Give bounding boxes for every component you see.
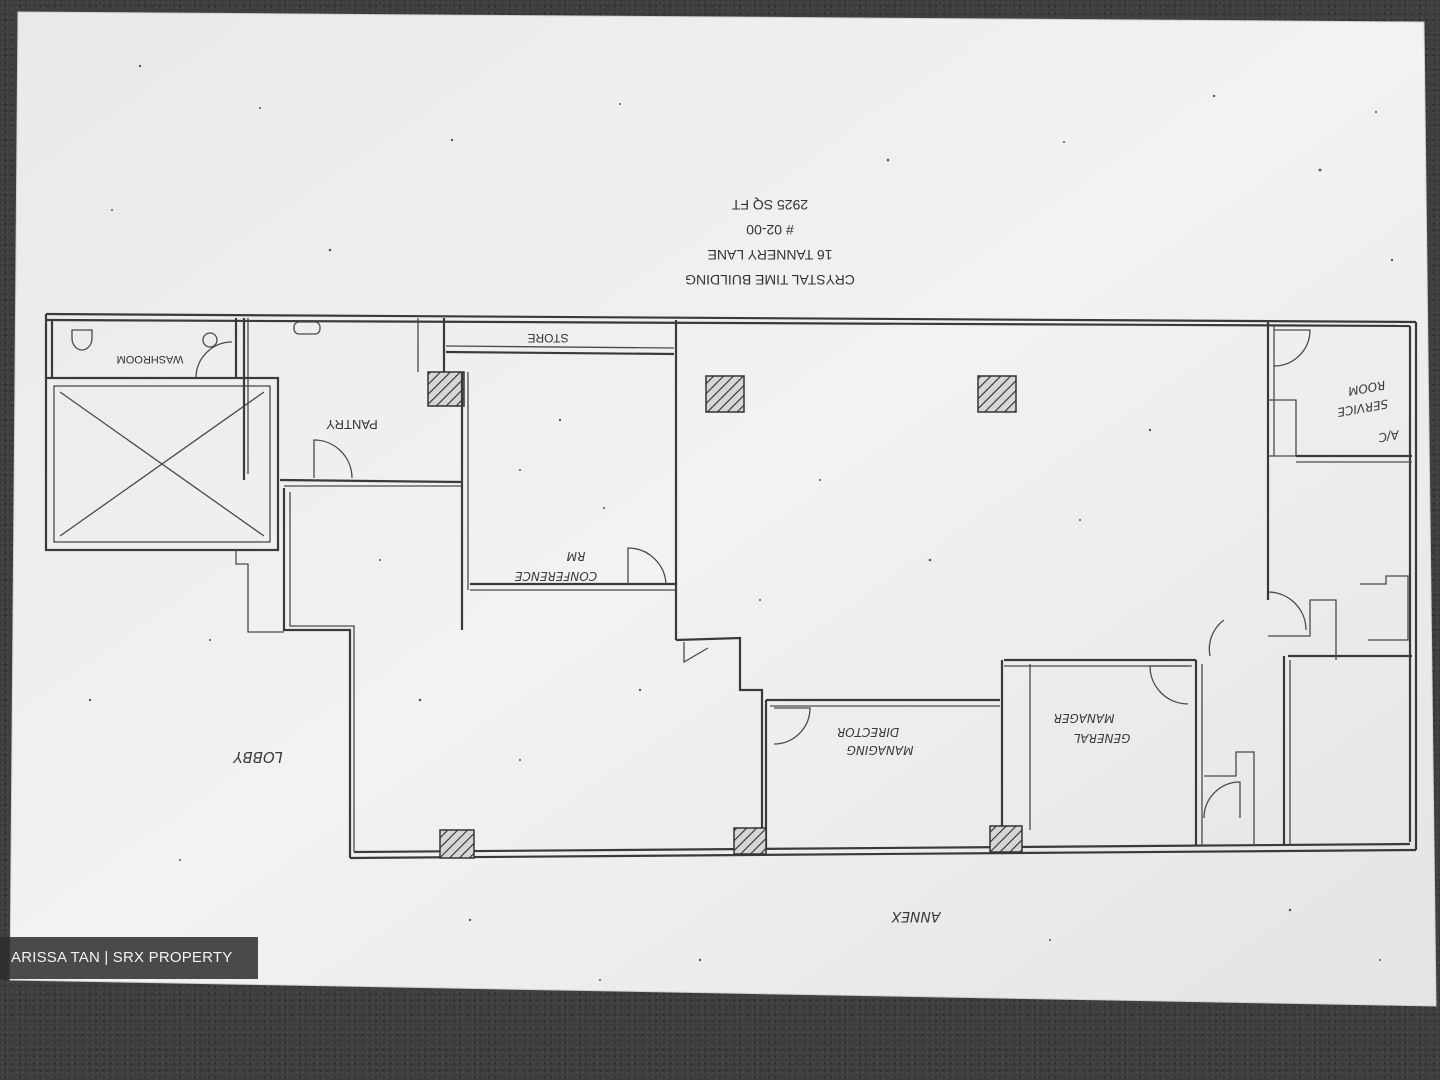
outer-walls [44,312,1418,860]
managing-director-office: MANAGING DIRECTOR [764,660,1031,850]
paper-sheet [9,11,1437,1007]
general-manager-office: GENERAL MANAGER [1004,658,1203,846]
conference-room: CONFERENCE RM [460,372,676,630]
lobby-area: LOBBY [232,488,355,858]
managing-label-line2: DIRECTOR [837,725,899,739]
store: STORE [445,320,678,640]
building-address: 16 TANNERY LANE [707,247,832,263]
conference-label-line2: RM [566,549,585,563]
pantry-column [427,371,465,407]
washroom-label: WASHROOM [117,353,184,365]
open-area-partition [675,636,764,840]
gm-bottom-column [989,825,1023,853]
lift-shaft [44,376,284,633]
ac-service-room: A/C SERVICE ROOM [1266,322,1412,600]
watermark: ARISSA TAN | SRX PROPERTY [0,937,258,979]
general-label-line2: MANAGER [1054,711,1115,725]
photocopy-speckles [88,64,1394,981]
store-label: STORE [527,331,568,345]
lobby-label: LOBBY [232,748,283,766]
open-area-column-left [705,375,745,413]
ac-service-label-line1: A/C [1377,427,1401,445]
right-corridor [1203,591,1412,846]
managing-label-line1: MANAGING [847,743,914,757]
washroom: WASHROOM [71,318,238,379]
title-block: CRYSTAL TIME BUILDING 16 TANNERY LANE # … [685,197,855,288]
unit-number: # 02-00 [746,222,794,238]
md-bottom-column [733,827,767,855]
floor-area: 2925 SQ FT [731,197,808,213]
pantry-label: PANTRY [326,417,378,432]
conference-label-line1: CONFERENCE [515,569,598,583]
annex-label: ANNEX [891,908,941,924]
open-area-column-right [977,375,1017,413]
general-label-line1: GENERAL [1074,731,1131,745]
lobby-bottom-column [439,829,475,859]
building-name: CRYSTAL TIME BUILDING [685,272,855,288]
pantry: PANTRY [242,318,465,487]
riser-block [1268,575,1409,660]
ac-service-label-line3: ROOM [1346,378,1386,398]
